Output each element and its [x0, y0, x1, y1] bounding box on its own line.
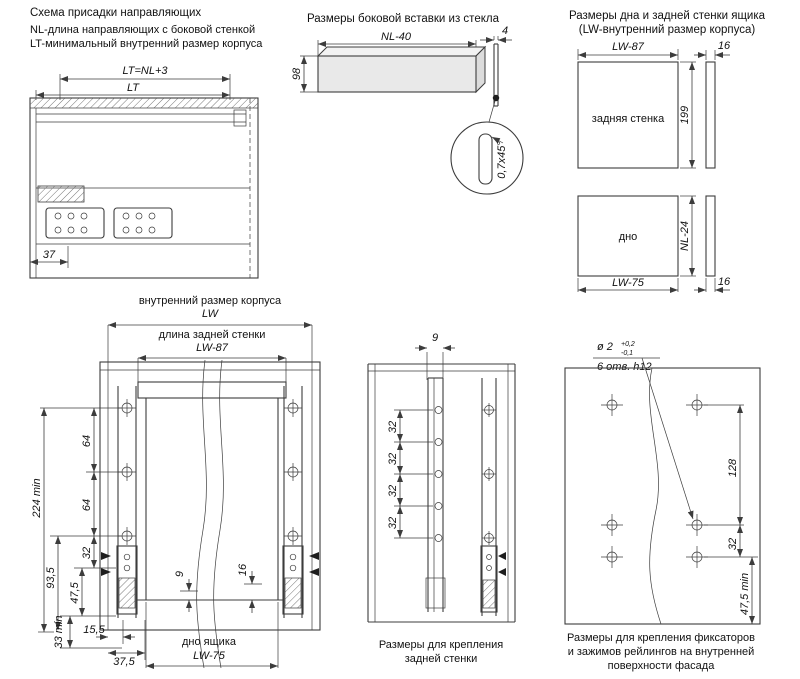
- mounting-holes-right: [284, 399, 302, 545]
- rail-holes: [482, 403, 496, 545]
- label-back-length: длина задней стенки: [159, 329, 266, 341]
- dim-lw75: LW-75: [612, 277, 645, 289]
- caption-line-1: Размеры для крепления фиксаторов: [567, 632, 755, 644]
- label-drawer-bottom: дно ящика: [182, 636, 237, 648]
- clip-marker: [101, 552, 111, 560]
- clip-marker: [309, 552, 319, 560]
- dim-199: 199: [679, 106, 691, 124]
- back-wall-fastening-view: [367, 363, 516, 623]
- clip-marker: [309, 568, 319, 576]
- dim-nl40: NL-40: [381, 31, 412, 43]
- glass-insert-3d: [316, 45, 487, 94]
- dim-9: 9: [432, 332, 438, 344]
- bottom-panel-label: дно: [619, 231, 638, 243]
- break-line: [196, 359, 207, 669]
- dim-lw87: LW-87: [612, 41, 645, 53]
- clip-marker: [498, 552, 506, 560]
- glass-edge-view: [492, 43, 500, 107]
- dim-nl24: NL-24: [679, 221, 691, 251]
- cabinet-side-view: [29, 97, 259, 279]
- drawer-top-view: [99, 359, 321, 669]
- dim-32: 32: [81, 547, 93, 559]
- mounting-holes-left: [118, 399, 136, 545]
- bottom-left-section: внутренний размер корпуса LW длина задне…: [31, 295, 321, 669]
- dim-lw75: LW-75: [193, 650, 226, 662]
- hatched-bracket: [37, 185, 85, 203]
- clip-marker: [101, 568, 111, 576]
- dim-lw87: LW-87: [196, 342, 229, 354]
- dim-32-4: 32: [387, 517, 399, 529]
- hole-diameter: ø 2: [597, 341, 613, 353]
- bottom-panel-edge: [705, 195, 716, 277]
- dim-lw: LW: [202, 308, 220, 320]
- chamfer-note: 0,7x45°: [496, 141, 508, 179]
- dim-16: 16: [237, 563, 249, 576]
- label-inner-size: внутренний размер корпуса: [139, 295, 282, 307]
- dim-lt: LT: [127, 82, 140, 94]
- bottom-middle-section: 9: [367, 332, 516, 665]
- break-line: [213, 359, 224, 669]
- note-nl: NL-длина направляющих с боковой стенкой: [30, 24, 255, 36]
- tolerance-minus: -0,1: [621, 350, 633, 357]
- section-title-1: Размеры дна и задней стенки ящика: [569, 10, 766, 22]
- note-lt: LT-минимальный внутренний размер корпуса: [30, 38, 263, 50]
- dim-32-2: 32: [387, 453, 399, 465]
- dim-128: 128: [727, 458, 739, 477]
- top-middle-section: Размеры боковой вставки из стекла NL-40 …: [291, 13, 524, 195]
- dim-64a: 64: [81, 435, 93, 447]
- caption-line-2: и зажимов рейлингов на внутренней: [568, 646, 755, 658]
- back-wall-label: задняя стенка: [592, 113, 665, 125]
- drill-jig-right: [113, 207, 173, 239]
- dim-9: 9: [174, 571, 186, 577]
- dim-32: 32: [727, 538, 739, 550]
- dim-32-1: 32: [387, 421, 399, 433]
- back-wall-edge: [705, 61, 716, 169]
- dim-224min: 224 min: [31, 478, 43, 518]
- dim-93-5: 93,5: [45, 566, 57, 588]
- detail-bubble: 0,7x45°: [450, 121, 524, 195]
- latch-block-left: [116, 545, 138, 615]
- screw-holes: [434, 406, 443, 542]
- section-title: Размеры боковой вставки из стекла: [307, 13, 500, 25]
- dim-lt-eq: LT=NL+3: [122, 65, 168, 77]
- section-title: Схема присадки направляющих: [30, 7, 201, 19]
- latch-block: [480, 545, 498, 613]
- dim-98: 98: [291, 67, 303, 80]
- bottom-right-section: ø 2 +0,2 -0,1 6 отв. h12 128 32 47,5 m: [564, 341, 761, 672]
- dim-16-top: 16: [718, 40, 731, 52]
- dim-4: 4: [502, 25, 508, 37]
- top-right-section: Размеры дна и задней стенки ящика (LW-вн…: [569, 10, 766, 293]
- dim-47-5min: 47,5 min: [739, 573, 751, 615]
- dim-37-5: 37,5: [113, 656, 135, 668]
- dim-64b: 64: [81, 499, 93, 511]
- caption-line-3: поверхности фасада: [608, 660, 716, 672]
- dim-16-bottom: 16: [718, 276, 731, 288]
- dim-37: 37: [43, 249, 56, 261]
- dim-15-5: 15,5: [83, 624, 105, 636]
- holes-note: 6 отв. h12: [597, 361, 652, 373]
- facade-inner-view: [564, 367, 761, 625]
- tolerance-plus: +0,2: [621, 341, 635, 348]
- detail-point: [492, 94, 500, 102]
- dim-47-5: 47,5: [69, 581, 81, 603]
- caption-line-1: Размеры для крепления: [379, 639, 503, 651]
- break-line: [649, 367, 662, 625]
- bottom-panel: [577, 195, 679, 277]
- top-left-section: Схема присадки направляющих NL-длина нап…: [29, 7, 263, 279]
- clip-marker: [498, 568, 506, 576]
- latch-block-right: [282, 545, 304, 615]
- dim-32-3: 32: [387, 485, 399, 497]
- caption-line-2: задней стенки: [405, 653, 478, 665]
- section-title-2: (LW-внутренний размер корпуса): [579, 24, 756, 36]
- back-wall-panel: [577, 61, 679, 169]
- dim-33min: 33 min: [53, 615, 65, 648]
- fixing-holes: [601, 394, 708, 568]
- drill-jig-left: [45, 207, 105, 239]
- back-wall-strip: [137, 381, 287, 399]
